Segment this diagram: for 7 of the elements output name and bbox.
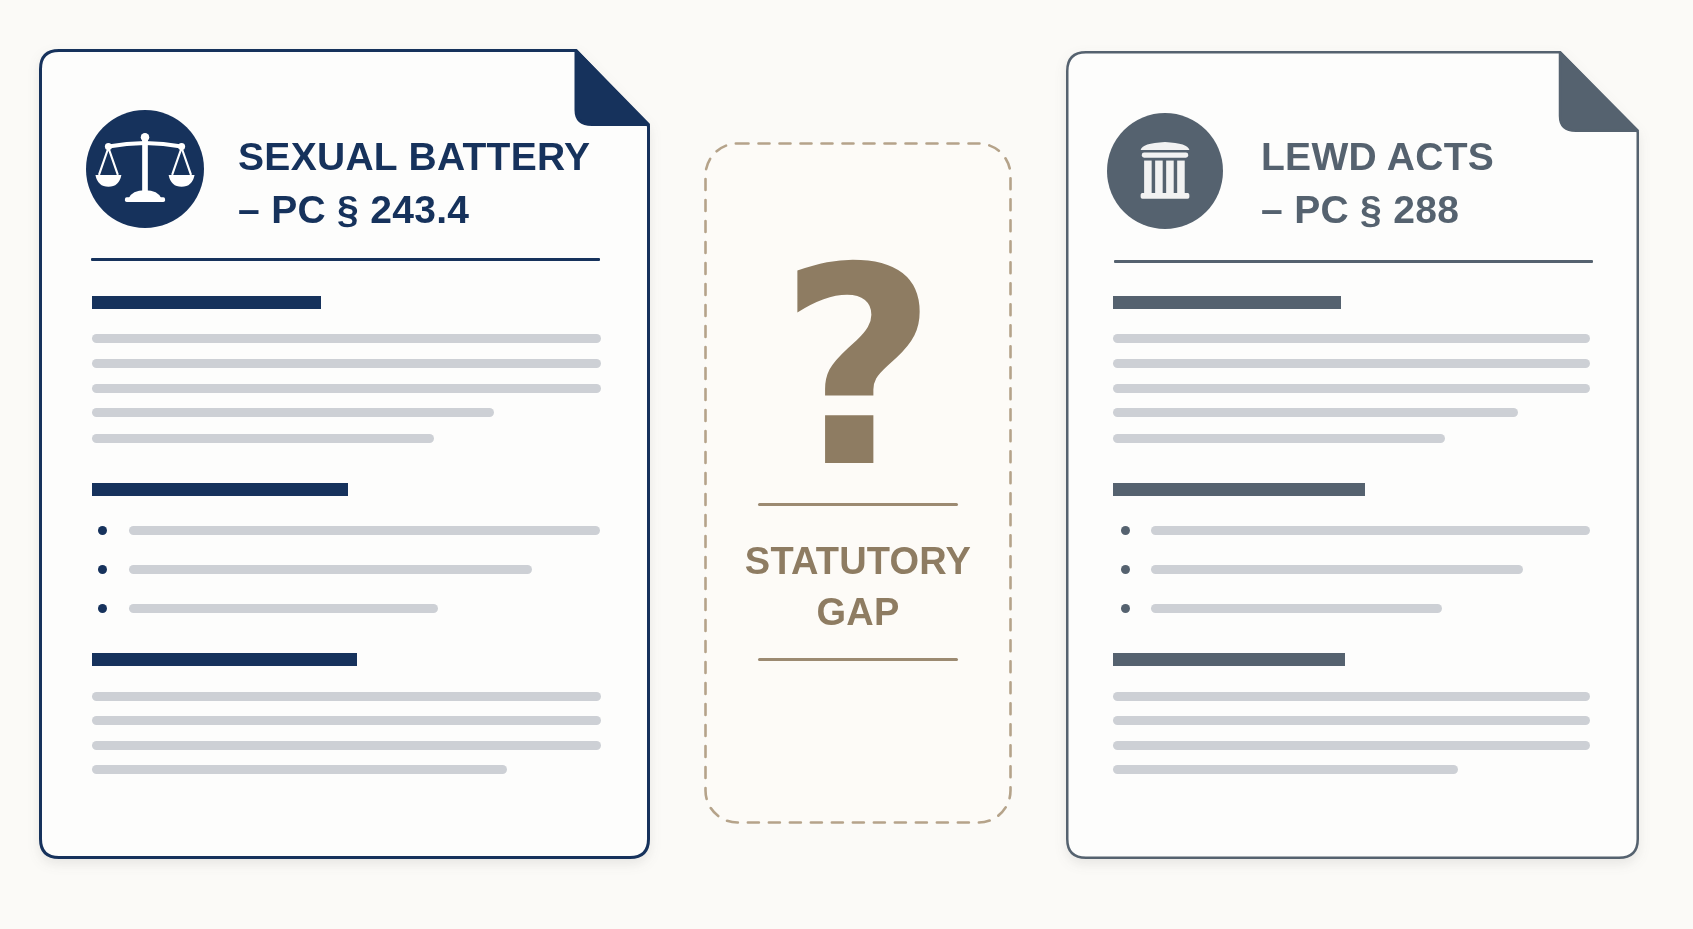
document-title: SEXUAL BATTERY – PC § 243.4 (238, 134, 591, 233)
question-mark: ? (777, 259, 939, 479)
document-page (1066, 51, 1639, 859)
document-page (39, 49, 650, 859)
gap-label: STATUTORY GAP (743, 539, 973, 635)
dashed-gap-box (704, 142, 1012, 824)
document-title: LEWD ACTS – PC § 288 (1261, 134, 1496, 233)
